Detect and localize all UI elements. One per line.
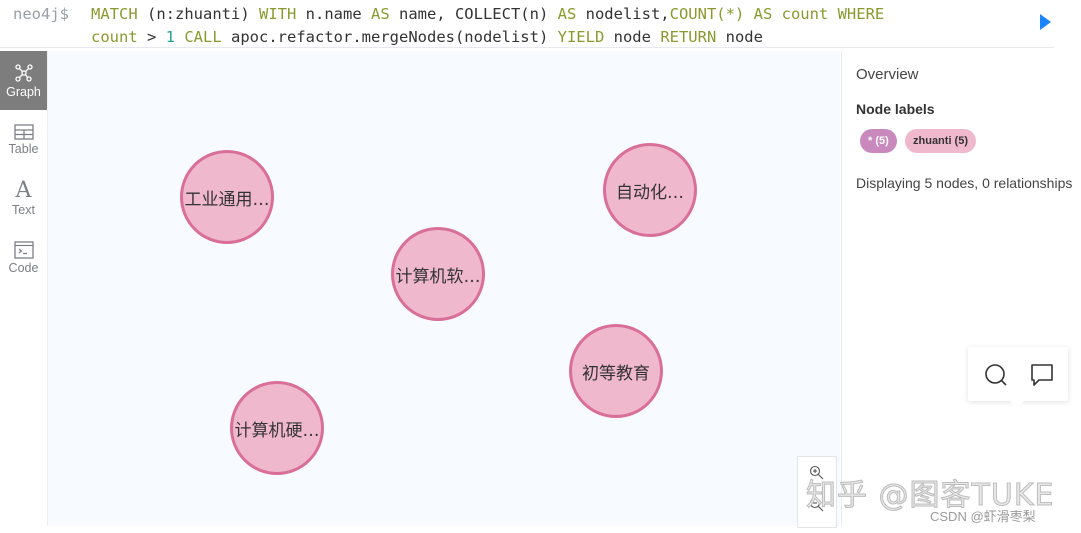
play-icon[interactable] [1040,14,1051,30]
query-token: node [725,28,763,46]
query-token: 1 [165,28,185,46]
result-view-toolbar: Graph Table A Text Code [0,51,48,526]
query-token: n.name [305,5,371,23]
zoom-in-button[interactable] [798,457,836,489]
query-token: apoc.refactor.mergeNodes(nodelist) [231,28,558,46]
query-token: CALL [184,28,232,46]
sidebar-item-label: Graph [6,84,41,99]
query-token: (n:zhuanti) [147,5,259,23]
query-line-1[interactable]: MATCH (n:zhuanti) WITH n.name AS name, C… [91,3,884,26]
query-token: name, COLLECT(n) [398,5,558,23]
node-labels-heading: Node labels [856,101,935,117]
sidebar-item-label: Code [8,260,39,275]
csdn-watermark: CSDN @虾滑枣梨 [930,509,1036,524]
zoom-out-button[interactable] [798,489,836,521]
query-token: COUNT(*) AS count WHERE [669,5,885,23]
editor-prompt: neo4j$ [13,5,69,23]
overview-panel: Overview Node labels * (5) zhuanti (5) D… [841,51,1072,526]
sidebar-item-graph[interactable]: Graph [0,51,47,110]
query-editor[interactable]: neo4j$ MATCH (n:zhuanti) WITH n.name AS … [0,0,1054,48]
sidebar-item-label: Text [12,202,35,217]
graph-node[interactable]: 计算机硬… [230,381,324,475]
sidebar-item-code[interactable]: Code [0,228,47,287]
graph-node[interactable]: 自动化… [603,143,697,237]
query-token: > [147,28,166,46]
graph-icon [14,63,33,82]
sidebar-item-text[interactable]: A Text [0,169,47,228]
graph-node[interactable]: 工业通用… [180,150,274,244]
query-token: nodelist, [585,5,670,23]
query-token: AS [557,5,586,23]
text-icon: A [15,177,32,203]
zoom-in-icon [809,465,824,480]
zoom-controls [797,456,837,528]
graph-node[interactable]: 初等教育 [569,324,663,418]
graph-canvas[interactable]: 工业通用… 计算机软… 自动化… 初等教育 计算机硬… [48,51,840,526]
search-icon[interactable] [982,361,1010,389]
query-token: MATCH [91,5,147,23]
display-summary: Displaying 5 nodes, 0 relationships [856,175,1073,191]
zhihu-watermark: 知乎 @图客TUKE [805,478,1055,514]
query-token: WITH [258,5,306,23]
floating-actions [968,347,1068,408]
sidebar-item-table[interactable]: Table [0,110,47,169]
table-icon [13,123,34,140]
graph-node[interactable]: 计算机软… [391,227,485,321]
overview-title: Overview [856,66,919,83]
comment-icon[interactable] [1028,361,1056,389]
sidebar-item-label: Table [8,141,39,156]
label-pill-zhuanti[interactable]: zhuanti (5) [905,129,976,153]
query-token: count [91,28,147,46]
query-token: node [613,28,661,46]
query-token: YIELD [557,28,614,46]
query-line-2[interactable]: count > 1 CALL apoc.refactor.mergeNodes(… [91,26,763,49]
query-token: RETURN [660,28,726,46]
label-pill-all[interactable]: * (5) [860,129,897,153]
query-token: AS [370,5,399,23]
zoom-out-icon [809,497,824,512]
code-icon [13,240,34,259]
